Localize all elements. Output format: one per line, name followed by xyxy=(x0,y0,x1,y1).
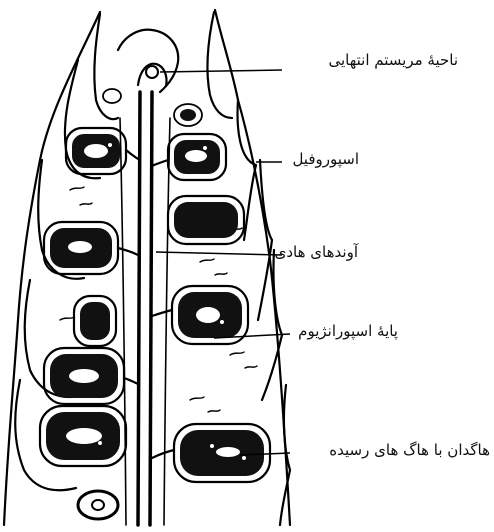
vascular-strand-right xyxy=(150,92,152,525)
apical-cell xyxy=(146,66,158,78)
sporangium-stalk-r1 xyxy=(152,160,168,166)
label-sporangium-mature-spores: هاگدان با هاگ های رسیده xyxy=(329,441,490,459)
spore-speck-4 xyxy=(98,441,102,445)
sporophyll-right-3 xyxy=(258,160,272,320)
apical-meristem-dome xyxy=(138,64,167,86)
spore-mass-r4 xyxy=(216,447,240,457)
spore-mass-l4 xyxy=(69,369,99,383)
tissue-fragment-8 xyxy=(190,397,204,400)
spore-speck-6 xyxy=(242,456,246,460)
tissue-fragment-9 xyxy=(208,410,220,412)
axis-base-ring xyxy=(78,491,118,519)
sporangium-contents-r2 xyxy=(174,202,238,238)
spore-mass-l1 xyxy=(84,144,108,158)
tissue-fragment-6 xyxy=(245,366,257,368)
label-vascular-bundles: آوندهای هادی xyxy=(275,243,358,261)
sporangium-stalk-r2 xyxy=(152,310,172,316)
tissue-fragment-7 xyxy=(60,317,74,320)
tissue-fragment-4 xyxy=(215,273,227,275)
young-sporangium-right-contents xyxy=(180,109,196,121)
vascular-strand-left xyxy=(138,92,140,525)
leader-apical-meristem xyxy=(160,70,282,72)
spore-mass-l2 xyxy=(68,241,92,253)
label-sporophyll: اسپوروفیل xyxy=(292,150,359,168)
tissue-fragment-5 xyxy=(230,352,244,355)
tissue-fragment-1 xyxy=(70,187,84,190)
spore-speck-1 xyxy=(108,143,112,147)
apex-outline xyxy=(118,30,178,92)
spore-mass-l5 xyxy=(66,428,102,444)
spore-speck-3 xyxy=(220,320,224,324)
label-sporangium-base: پایهٔ اسپورانژیوم xyxy=(298,322,398,340)
axis-base-ring-inner xyxy=(92,500,104,510)
axis-left-edge xyxy=(120,118,126,525)
sporangium-stalk-l4 xyxy=(124,378,138,384)
sporangium-contents-l3 xyxy=(80,302,110,340)
sporangium-stalk-r4 xyxy=(152,450,174,458)
sporophyll-right-2 xyxy=(238,100,256,240)
tissue-fragment-2 xyxy=(80,203,92,205)
axis-right-edge xyxy=(164,118,170,525)
label-apical-meristem: ناحیهٔ مریستم انتهایی xyxy=(328,51,458,69)
spore-speck-2 xyxy=(203,146,207,150)
tissue-fragment-3 xyxy=(200,259,214,262)
leader-vascular-bundles xyxy=(156,252,282,255)
sporangium-stalk-l2 xyxy=(118,248,138,255)
spore-mass-r1 xyxy=(185,150,207,162)
spore-mass-r3 xyxy=(196,307,220,323)
sporangium-stalk-l1 xyxy=(126,150,140,160)
spore-speck-5 xyxy=(210,444,214,448)
young-sporangium-left xyxy=(103,89,121,103)
